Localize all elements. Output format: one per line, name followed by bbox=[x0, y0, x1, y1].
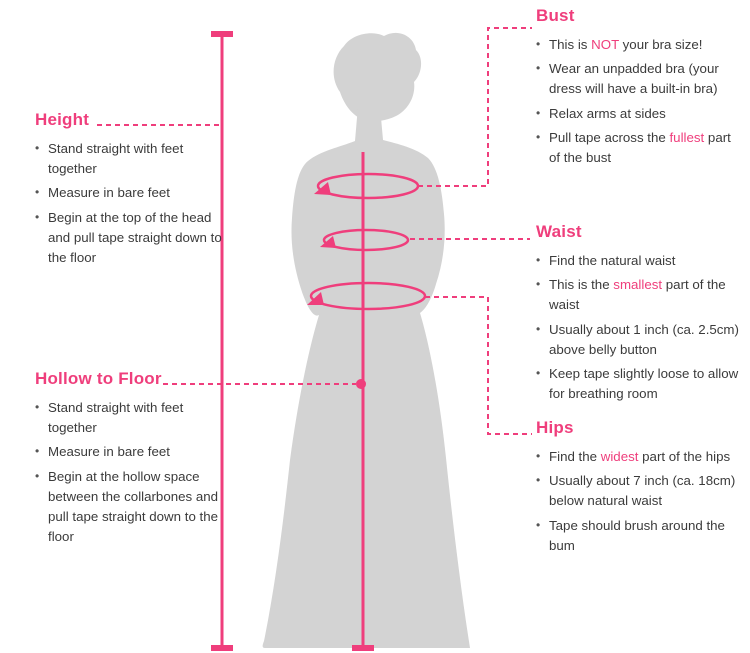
figure-head-silhouette bbox=[333, 32, 422, 122]
hips-tape-arrow bbox=[307, 292, 324, 305]
bullet-text: Pull tape across the bbox=[549, 129, 670, 145]
bullet-text: part of the waist bbox=[549, 277, 726, 313]
hips-section: Hips Find the widest part of the hipsUsu… bbox=[536, 418, 736, 560]
bullet-text: Begin at the top of the head and pull ta… bbox=[48, 209, 222, 266]
height-title: Height bbox=[35, 110, 90, 129]
bullet-item: Usually about 7 inch (ca. 18cm) below na… bbox=[536, 471, 736, 511]
bullet-item: Tape should brush around the bum bbox=[536, 516, 736, 556]
bullet-item: Usually about 1 inch (ca. 2.5cm) above b… bbox=[536, 320, 750, 360]
bullet-item: Wear an unpadded bra (your dress will ha… bbox=[536, 59, 740, 99]
bullet-text: This is bbox=[549, 37, 592, 52]
bullet-text-highlight: smallest bbox=[613, 277, 663, 293]
hollow-line-bottom-cap bbox=[352, 645, 374, 651]
height-line-bottom-cap bbox=[211, 645, 233, 651]
bullet-text: Measure in bare feet bbox=[48, 444, 170, 460]
waist-tape-ellipse bbox=[322, 228, 410, 252]
hollow-connector-dot bbox=[356, 379, 366, 389]
bullet-text: Stand straight with feet together bbox=[48, 141, 184, 177]
figure-body-silhouette bbox=[262, 106, 470, 648]
bust-title: Bust bbox=[536, 6, 575, 25]
bullet-text: Tape should brush around the bum bbox=[549, 517, 725, 553]
bullet-item: Begin at the top of the head and pull ta… bbox=[35, 208, 230, 269]
bust-section: Bust This is NOT your bra size! Wear an u… bbox=[536, 6, 740, 172]
bullet-text: part of the bust bbox=[549, 129, 731, 166]
hollow-to-floor-section: Hollow to Floor Stand straight with feet… bbox=[35, 369, 235, 551]
bullet-text: Measure in bare feet bbox=[48, 185, 170, 201]
height-section: Height Stand straight with feet together… bbox=[35, 110, 230, 272]
bullet-item: Stand straight with feet together bbox=[35, 139, 230, 179]
waist-section: Waist Find the natural waistThis is the … bbox=[536, 222, 750, 408]
bullet-item: Measure in bare feet bbox=[35, 183, 230, 203]
hips-title: Hips bbox=[536, 418, 574, 437]
bullet-item: This is the smallest part of the waist bbox=[536, 275, 750, 315]
hollow-to-floor-title: Hollow to Floor bbox=[35, 369, 162, 388]
bullet-text: Stand straight with feet together bbox=[48, 400, 184, 436]
bullet-item: Keep tape slightly loose to allow for br… bbox=[536, 364, 750, 404]
bullet-item: Relax arms at sides bbox=[536, 104, 740, 124]
hips-connector-line bbox=[425, 296, 532, 435]
bullet-text: Find the natural waist bbox=[549, 253, 676, 268]
bullet-text: part of the hips bbox=[638, 449, 731, 464]
bullet-text: your bra size! bbox=[618, 37, 703, 52]
height-bullets: Stand straight with feet togetherMeasure… bbox=[35, 139, 230, 268]
bullet-text-highlight: fullest bbox=[669, 129, 705, 145]
bullet-item: Begin at the hollow space between the co… bbox=[35, 467, 235, 548]
waist-title: Waist bbox=[536, 222, 582, 241]
bust-connector-line bbox=[418, 27, 532, 187]
bullet-item: Find the widest part of the hips bbox=[536, 447, 736, 467]
bullet-text: Keep tape slightly loose to allow for br… bbox=[549, 366, 739, 402]
bullet-text: Relax arms at sides bbox=[549, 105, 666, 121]
bust-bullets: This is NOT your bra size! Wear an unpadd… bbox=[536, 35, 740, 168]
bullet-item: This is NOT your bra size! bbox=[536, 35, 740, 55]
bullet-item: Pull tape across the fullest part of the… bbox=[536, 128, 740, 168]
bullet-text: Find the bbox=[549, 449, 601, 464]
waist-tape-arrow bbox=[320, 236, 336, 248]
bullet-item: Find the natural waist bbox=[536, 251, 750, 271]
bullet-item: Stand straight with feet together bbox=[35, 398, 235, 438]
bust-tape-arrow bbox=[314, 182, 331, 195]
waist-bullets: Find the natural waistThis is the smalle… bbox=[536, 251, 750, 404]
bullet-text: Wear an unpadded bra (your dress will ha… bbox=[549, 61, 719, 97]
hollow-to-floor-bullets: Stand straight with feet togetherMeasure… bbox=[35, 398, 235, 547]
bullet-text: This is the bbox=[549, 277, 614, 293]
bullet-text: Usually about 1 inch (ca. 2.5cm) above b… bbox=[549, 321, 739, 357]
bullet-text: Begin at the hollow space between the co… bbox=[48, 468, 219, 545]
hips-bullets: Find the widest part of the hipsUsually … bbox=[536, 447, 736, 556]
bullet-text-highlight: widest bbox=[600, 449, 639, 464]
bullet-text-highlight: NOT bbox=[591, 37, 619, 52]
bullet-item: Measure in bare feet bbox=[35, 442, 235, 462]
bullet-text: Usually about 7 inch (ca. 18cm) below na… bbox=[549, 473, 736, 509]
